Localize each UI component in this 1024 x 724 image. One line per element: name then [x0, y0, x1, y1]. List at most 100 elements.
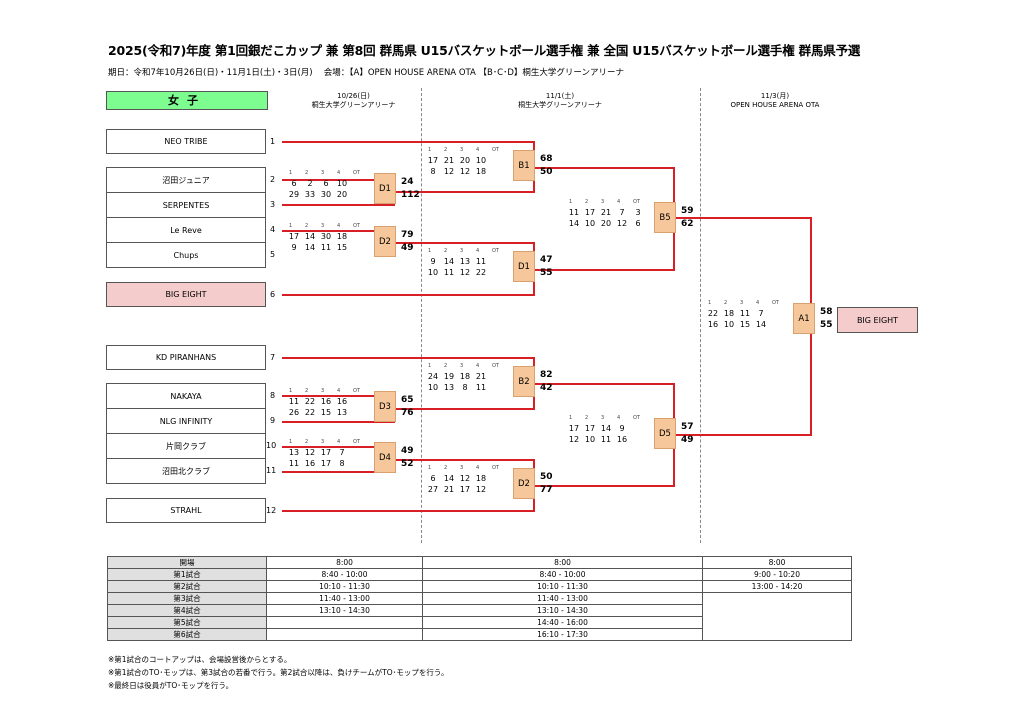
- quarter-score: 18: [459, 372, 471, 381]
- quarter-score: 17: [427, 156, 439, 165]
- quarter-score: 6: [430, 474, 436, 483]
- quarter-score: 12: [459, 474, 471, 483]
- day-header-3: 11/3(月) OPEN HOUSE ARENA OTA: [715, 92, 835, 110]
- bracket-line: [282, 179, 395, 181]
- schedule-cell: 8:00: [702, 556, 852, 569]
- total-score: 76: [401, 408, 414, 418]
- quarter-score: 13: [443, 383, 455, 392]
- bracket-line: [673, 383, 675, 435]
- quarter-header: 4: [337, 170, 341, 176]
- team-box: Le Reve: [106, 217, 266, 243]
- quarter-header: 3: [321, 439, 325, 445]
- quarter-score: 7: [619, 208, 625, 217]
- quarter-score: 17: [320, 448, 332, 457]
- quarter-score: 13: [459, 257, 471, 266]
- quarter-score: 15: [739, 320, 751, 329]
- schedule-label: 第2試合: [107, 580, 267, 593]
- total-score: 50: [540, 472, 553, 482]
- total-score: 57: [681, 422, 694, 432]
- total-score: 62: [681, 219, 694, 229]
- quarter-score: 12: [459, 167, 471, 176]
- day-date: 10/26(日): [337, 92, 370, 100]
- bracket-line: [810, 217, 812, 320]
- quarter-header: 3: [601, 415, 605, 421]
- quarter-score: 30: [320, 232, 332, 241]
- quarter-score: 27: [427, 485, 439, 494]
- quarter-score: 30: [320, 190, 332, 199]
- quarter-header: 3: [321, 170, 325, 176]
- quarter-score: 11: [475, 257, 487, 266]
- bracket-line: [810, 320, 812, 436]
- quarter-header: 4: [476, 147, 480, 153]
- seed-number: 9: [270, 416, 276, 425]
- total-score: 77: [540, 485, 553, 495]
- quarter-score: 10: [584, 435, 596, 444]
- quarter-score: 14: [304, 243, 316, 252]
- schedule-cell: [266, 616, 423, 629]
- quarter-score: 22: [304, 397, 316, 406]
- total-score: 49: [681, 435, 694, 445]
- seed-number: 6: [270, 290, 276, 299]
- game-label: B2: [513, 366, 535, 397]
- quarter-score: 17: [459, 485, 471, 494]
- total-score: 52: [401, 459, 414, 469]
- quarter-score: 12: [616, 219, 628, 228]
- schedule-label: 第1試合: [107, 568, 267, 581]
- day-venue: OPEN HOUSE ARENA OTA: [730, 101, 820, 109]
- quarter-score: 10: [723, 320, 735, 329]
- total-score: 65: [401, 395, 414, 405]
- quarter-score: 13: [288, 448, 300, 457]
- schedule-label: 第6試合: [107, 628, 267, 641]
- quarter-score: 8: [339, 459, 345, 468]
- game-label: D1: [374, 173, 396, 204]
- quarter-header: OT: [633, 199, 640, 205]
- quarter-score: 11: [288, 459, 300, 468]
- schedule-cell: [702, 592, 852, 641]
- total-score: 112: [401, 190, 420, 200]
- quarter-header: 4: [337, 388, 341, 394]
- team-box: Chups: [106, 242, 266, 268]
- quarter-score: 26: [288, 408, 300, 417]
- game-label: A1: [793, 303, 815, 334]
- quarter-score: 2: [307, 179, 313, 188]
- quarter-score: 22: [707, 309, 719, 318]
- schedule-cell: 13:10 - 14:30: [266, 604, 423, 617]
- quarter-score: 11: [475, 383, 487, 392]
- note: ※第1試合のTO･モップは、第3試合の若番で行う。第2試合以降は、負けチームがT…: [108, 668, 449, 677]
- quarter-header: 1: [428, 248, 432, 254]
- quarter-score: 14: [755, 320, 767, 329]
- quarter-score: 10: [427, 383, 439, 392]
- total-score: 24: [401, 177, 414, 187]
- quarter-score: 21: [600, 208, 612, 217]
- bracket-line: [673, 435, 675, 487]
- quarter-header: 3: [460, 465, 464, 471]
- quarter-header: 2: [444, 248, 448, 254]
- game-label: B5: [654, 202, 676, 233]
- quarter-score: 17: [288, 232, 300, 241]
- seed-number: 12: [266, 506, 277, 515]
- quarter-score: 11: [288, 397, 300, 406]
- bracket-line: [673, 434, 812, 436]
- bracket-line: [282, 421, 395, 423]
- quarter-header: 1: [428, 465, 432, 471]
- quarter-score: 18: [475, 474, 487, 483]
- total-score: 55: [540, 268, 553, 278]
- schedule-cell: 10:10 - 11:30: [422, 580, 703, 593]
- total-score: 55: [820, 320, 833, 330]
- game-label: D2: [374, 226, 396, 257]
- seed-number: 5: [270, 250, 276, 259]
- seed-number: 3: [270, 200, 276, 209]
- quarter-header: 1: [289, 170, 293, 176]
- bracket-line: [533, 486, 535, 512]
- quarter-score: 8: [430, 167, 436, 176]
- quarter-score: 24: [427, 372, 439, 381]
- quarter-score: 29: [288, 190, 300, 199]
- quarter-score: 10: [475, 156, 487, 165]
- quarter-header: 2: [585, 415, 589, 421]
- seed-number: 11: [266, 466, 277, 475]
- bracket-line: [282, 294, 535, 296]
- quarter-header: 4: [617, 415, 621, 421]
- bracket-line: [282, 357, 535, 359]
